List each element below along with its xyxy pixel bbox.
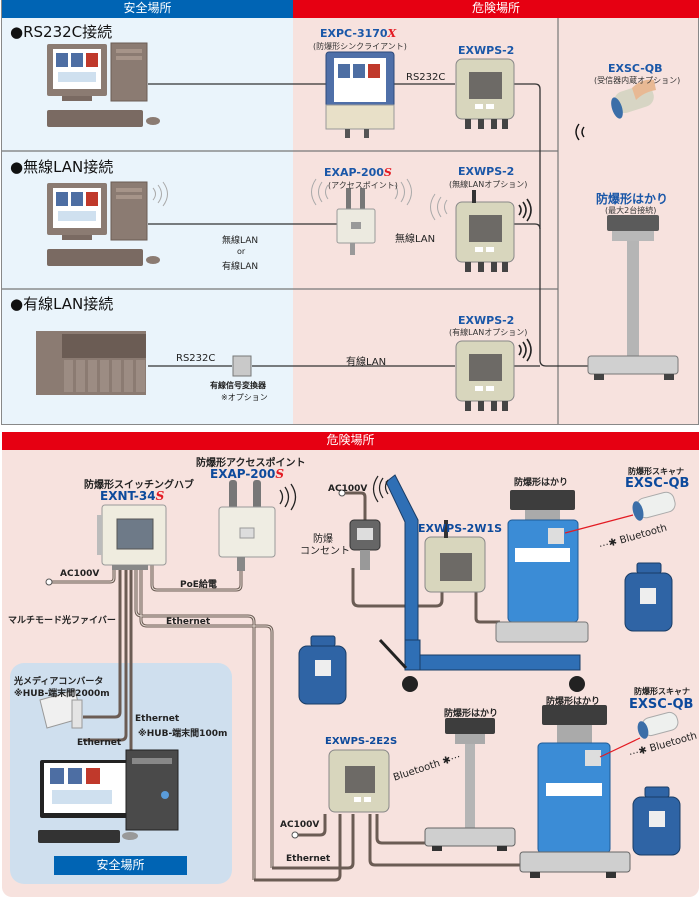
- scanner-top: [611, 79, 656, 119]
- ac-hub-label: AC100V: [60, 569, 100, 579]
- ap-top: [336, 188, 376, 255]
- scanner-1-name: EXSC-QB: [625, 476, 690, 491]
- ethernet-pc-label: Ethernet: [77, 738, 122, 748]
- switching-hub: [97, 504, 167, 570]
- ap-name-top: EXAP-200S: [324, 166, 392, 179]
- expc-device: [325, 51, 395, 138]
- exwps-2w1s-name: EXWPS-2W1S: [418, 522, 503, 535]
- exwps-name-2: EXWPS-2: [458, 165, 515, 178]
- pc-1: [47, 42, 160, 127]
- scale-1: [495, 490, 589, 643]
- exwps-2e2s: [328, 749, 390, 813]
- scanner-1-label: 防爆形スキャナ: [628, 467, 684, 476]
- cart: [385, 474, 581, 671]
- hub-label: 防爆形スイッチングハブ: [84, 480, 194, 491]
- exwps-terminal-1: [455, 58, 515, 129]
- converter-label: 有線信号変換器: [210, 381, 266, 390]
- outlet-label-1: 防爆: [313, 534, 333, 545]
- link-wired-1: 有線LAN: [222, 262, 259, 272]
- scanner-sub-top: (受信器内蔵オプション): [594, 76, 681, 85]
- scanner-2-label: 防爆形スキャナ: [634, 687, 690, 696]
- fiber-label: マルチモード光ファイバー: [8, 616, 116, 626]
- scanner-name-top: EXSC-QB: [608, 62, 663, 75]
- link-rs232c-2: RS232C: [176, 353, 216, 364]
- scale-name-top: 防爆形はかり: [596, 192, 669, 206]
- media-converter-label: 光メディアコンバータ: [14, 677, 104, 687]
- ap-sub-top: (アクセスポイント): [328, 181, 398, 190]
- safe-header: 安全場所: [2, 0, 293, 18]
- scale-3-label: 防爆形はかり: [546, 697, 601, 707]
- link-wired-2: 有線LAN: [346, 357, 387, 368]
- section-title-rs232c: ●RS232C接続: [10, 23, 113, 41]
- expc-sub: (防爆形シンクライアント): [313, 42, 407, 51]
- link-wireless-ap: 無線LAN: [395, 234, 436, 245]
- scale-3: [519, 705, 631, 878]
- link-rs232c-1: RS232C: [406, 72, 446, 83]
- explosion-proof-outlet: [349, 519, 381, 570]
- ethernet-safe-note: ※HUB-端末間100m: [138, 729, 228, 739]
- exwps-name-1: EXWPS-2: [458, 44, 515, 57]
- ethernet-safe-label: Ethernet: [135, 714, 180, 724]
- scale-2-label: 防爆形はかり: [444, 709, 499, 719]
- exwps-terminal-3: [455, 340, 515, 411]
- exwps-name-3: EXWPS-2: [458, 314, 515, 327]
- ap-bottom-name: EXAP-200S: [210, 467, 285, 481]
- scanner-1: [632, 491, 676, 521]
- scanner-2-name: EXSC-QB: [629, 697, 694, 712]
- hazard-header: 危険場所: [293, 0, 699, 18]
- ethernet-label-2: Ethernet: [286, 854, 331, 864]
- pc-bottom: [38, 749, 179, 843]
- scale-sub-top: (最大2台接続): [605, 206, 657, 215]
- poe-label: PoE給電: [180, 580, 217, 590]
- scanner-2: [637, 711, 679, 739]
- exwps-2w1s: [424, 520, 486, 593]
- media-converter-note: ※HUB-端末間2000m: [14, 689, 110, 699]
- exwps-sub-2: (無線LANオプション): [449, 180, 528, 189]
- converter-note: ※オプション: [221, 393, 268, 402]
- outlet-ac-label: AC100V: [328, 484, 368, 494]
- media-converter: [39, 689, 83, 729]
- bottom-hazard-header: 危険場所: [2, 432, 699, 450]
- exwps-sub-3: (有線LANオプション): [449, 328, 528, 337]
- ethernet-label-1: Ethernet: [166, 617, 211, 627]
- tower-scale-top: [587, 215, 679, 380]
- ap-bottom-label: 防爆形アクセスポイント: [196, 458, 306, 469]
- section-title-wireless: ●無線LAN接続: [10, 158, 114, 176]
- link-or: or: [237, 247, 246, 256]
- ac-terminal-label: AC100V: [280, 820, 320, 830]
- exwps-terminal-2: [455, 190, 515, 272]
- section-title-wired: ●有線LAN接続: [10, 295, 114, 313]
- link-wireless-1: 無線LAN: [222, 236, 259, 246]
- scale-2: [424, 718, 516, 851]
- safe-zone-badge: 安全場所: [54, 856, 187, 875]
- pc-2: [47, 181, 160, 266]
- outlet-label-2: コンセント: [300, 546, 350, 557]
- plc-unit: [36, 331, 146, 395]
- expc-name: EXPC-3170X: [320, 27, 397, 40]
- hub-name: EXNT-34S: [100, 489, 165, 503]
- exwps-2e2s-name: EXWPS-2E2S: [325, 736, 398, 747]
- scale-1-label: 防爆形はかり: [514, 478, 569, 488]
- access-point-bottom: [218, 480, 276, 571]
